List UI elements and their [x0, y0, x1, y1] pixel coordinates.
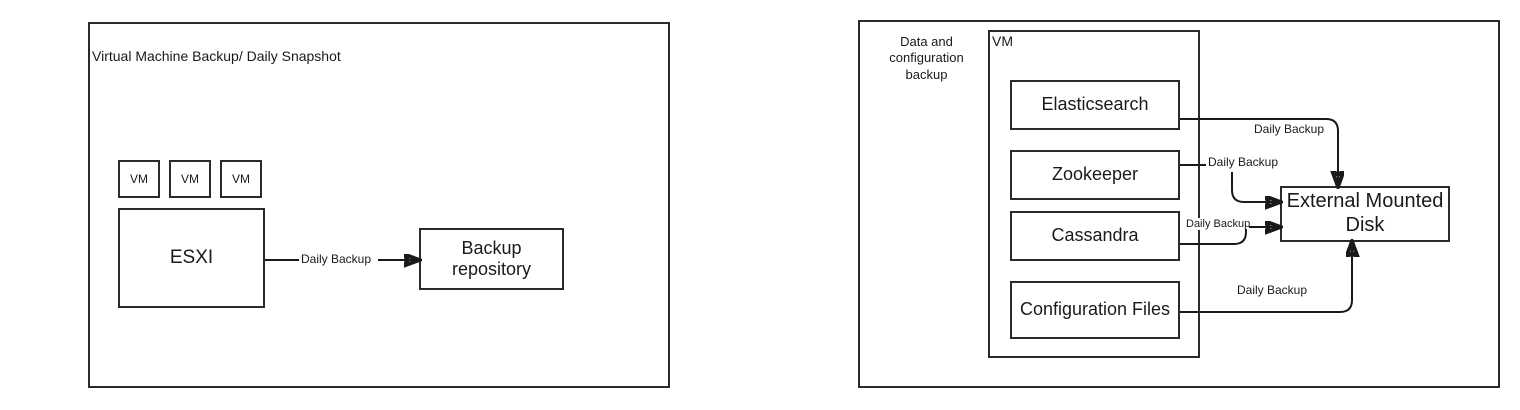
edge-label-esxi-to-repository: Daily Backup	[299, 252, 374, 266]
backup-repository-label: Backup repository	[451, 237, 532, 279]
right-panel-side-label: Data and configuration backup	[889, 34, 964, 82]
edge-label-configuration-files-backup: Daily Backup	[1235, 283, 1310, 297]
external-mounted-disk-label: External Mounted Disk	[1286, 190, 1444, 236]
left-panel	[88, 22, 670, 388]
service-box-configuration-files: Configuration Files	[1010, 281, 1180, 339]
backup-repository-box: Backup repository	[419, 228, 564, 290]
service-box-cassandra: Cassandra	[1010, 211, 1180, 261]
service-box-elasticsearch: Elasticsearch	[1010, 80, 1180, 130]
vm-node-3: VM	[220, 160, 262, 198]
vm-node-2: VM	[169, 160, 211, 198]
vm-container-label: VM	[991, 33, 1014, 49]
edge-label-cassandra-backup: Daily Backup	[1184, 218, 1253, 230]
vm-node-1: VM	[118, 160, 160, 198]
esxi-host-box: ESXI	[118, 208, 265, 308]
external-mounted-disk-box: External Mounted Disk	[1280, 186, 1450, 242]
edge-label-elasticsearch-backup: Daily Backup	[1252, 122, 1327, 136]
left-panel-title: Virtual Machine Backup/ Daily Snapshot	[92, 48, 341, 64]
edge-label-zookeeper-backup: Daily Backup	[1206, 155, 1281, 169]
service-box-zookeeper: Zookeeper	[1010, 150, 1180, 200]
